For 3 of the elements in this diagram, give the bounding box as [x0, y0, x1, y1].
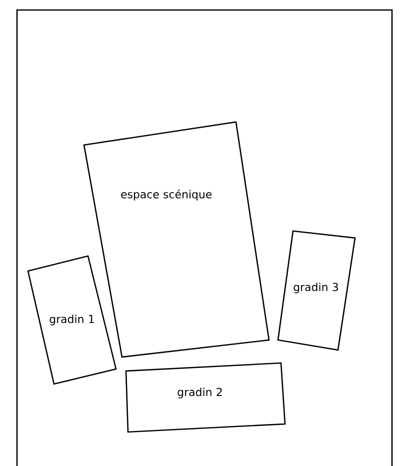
seating-block: gradin 1 — [27, 255, 117, 385]
seating-block: gradin 2 — [125, 362, 286, 433]
seating-block: gradin 3 — [277, 230, 356, 351]
